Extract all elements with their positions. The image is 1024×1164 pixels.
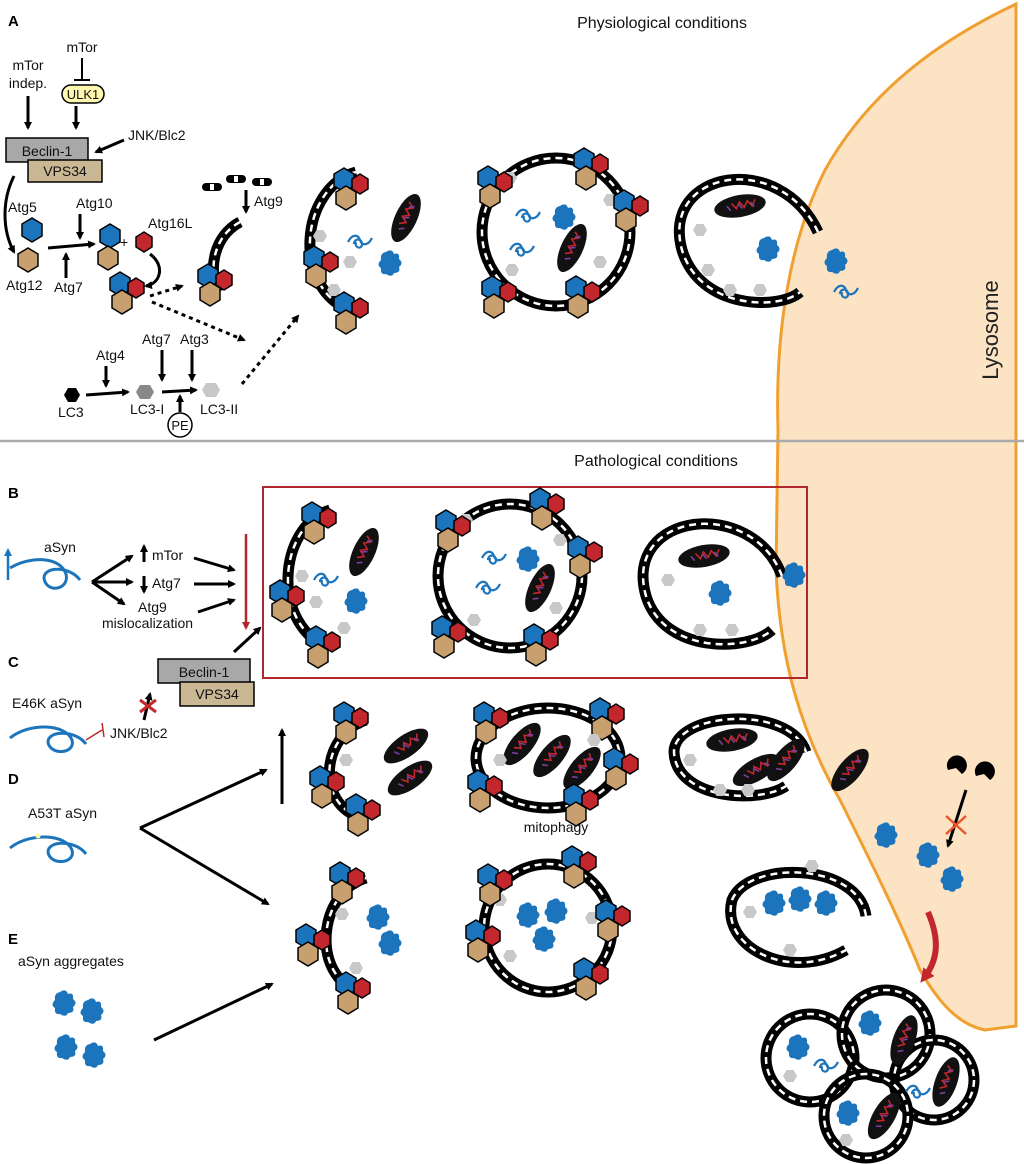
mtor-indep-label-2: indep. — [9, 75, 47, 91]
jnk-label: JNK/Blc2 — [128, 127, 186, 143]
b-autophagosome — [432, 488, 602, 666]
accumulation-arrow — [920, 910, 939, 983]
panel-d: A53T aSyn mitophagy — [9, 728, 588, 906]
d-phagophore — [310, 702, 439, 836]
impaired-autophagy-box — [262, 486, 808, 679]
atg7-label: Atg7 — [54, 279, 83, 295]
lysosome-contents — [874, 755, 995, 892]
d-autophagosome — [468, 698, 638, 826]
b-mtor-label: mTor — [152, 547, 183, 563]
aggregate-icon — [82, 1042, 106, 1068]
hydrolase-icon-2 — [974, 761, 995, 780]
ulk1-box — [61, 84, 105, 104]
c-jnk-label: JNK/Blc2 — [110, 725, 168, 741]
ulk1-label: ULK1 — [67, 87, 100, 102]
lc3-label: LC3 — [58, 404, 84, 420]
e-phagophore — [296, 862, 402, 1014]
d-fusion — [668, 713, 876, 802]
panel-b-label: B — [8, 485, 19, 502]
atg9-label: Atg9 — [254, 193, 283, 209]
panel-a-label: A — [8, 13, 19, 30]
panel-e: aSyn aggregates — [18, 953, 274, 1068]
panel-e-label: E — [8, 931, 18, 948]
panel-d-label: D — [8, 771, 19, 788]
b-atg9-label: Atg9 — [138, 599, 167, 615]
lc3-icon — [64, 388, 80, 402]
c-beclin-label: Beclin-1 — [179, 664, 230, 680]
lc3ii-label: LC3-II — [200, 401, 238, 417]
mtor-indep-label: mTor — [12, 57, 43, 73]
atg5-conj-icon — [99, 223, 121, 249]
atg12-conj-icon — [97, 245, 119, 271]
mtor-label: mTor — [66, 39, 97, 55]
phagophore-stage — [304, 166, 428, 334]
b-phagophore — [270, 502, 386, 668]
pe-label: PE — [171, 418, 189, 433]
asyn-label: aSyn — [44, 539, 76, 555]
atg5-icon — [21, 217, 43, 243]
c-vps34-label: VPS34 — [195, 686, 239, 702]
pathological-header: Pathological conditions — [574, 453, 738, 470]
atg5-label: Atg5 — [8, 199, 37, 215]
vps34-label: VPS34 — [43, 163, 87, 179]
plus-sign: + — [120, 234, 128, 250]
lc3i-icon — [136, 385, 154, 399]
b-atg7-label: Atg7 — [152, 575, 181, 591]
atg16l-label: Atg16L — [148, 215, 193, 231]
atg12-label: Atg12 — [6, 277, 43, 293]
vps34-box — [27, 159, 103, 183]
panel-c-label: C — [8, 654, 19, 671]
hydrolase-icon — [946, 755, 967, 774]
pe-icon — [167, 412, 193, 438]
atg3-label: Atg3 — [180, 331, 209, 347]
atg16l-icon — [135, 231, 153, 253]
b-fusion — [637, 518, 806, 650]
b-mislocalization-label: mislocalization — [102, 615, 193, 631]
atg7b-label: Atg7 — [142, 331, 171, 347]
atg10-label: Atg10 — [76, 195, 113, 211]
autophagosome-stage — [476, 148, 648, 318]
panel-b: aSyn mTor Atg7 Atg9 mislocalization — [4, 534, 250, 631]
lysosome-label: Lysosome — [978, 280, 1003, 379]
aggregates-label: aSyn aggregates — [18, 953, 124, 969]
initiation-pathway: mTor ULK1 mTor indep. Beclin-1 VPS34 JNK… — [3, 39, 300, 438]
e-autophagosome — [466, 846, 630, 1000]
atg9-vesicles-icon — [202, 175, 272, 191]
beclin-label: Beclin-1 — [22, 143, 73, 159]
aggregate-icon — [80, 998, 104, 1024]
lc3ii-icon — [202, 383, 220, 397]
aggregate-icon — [54, 1034, 78, 1060]
beclin-box — [5, 137, 89, 163]
accumulated-autophagosomes — [760, 984, 980, 1164]
e46k-label: E46K aSyn — [12, 695, 82, 711]
aggregate-icon — [52, 990, 76, 1016]
phagophore-icon — [198, 217, 243, 306]
panel-c: E46K aSyn JNK/Blc2 Beclin-1 VPS34 — [9, 626, 262, 753]
fusion-stage — [674, 173, 860, 308]
physiological-header: Physiological conditions — [577, 15, 747, 32]
e-failed-fusion — [725, 860, 872, 968]
c-vps34-box — [179, 681, 255, 707]
atg4-label: Atg4 — [96, 347, 125, 363]
atg12-icon — [17, 247, 39, 273]
atg-complex-icon — [110, 272, 144, 314]
a53t-label: A53T aSyn — [28, 805, 97, 821]
lc3i-label: LC3-I — [130, 401, 164, 417]
